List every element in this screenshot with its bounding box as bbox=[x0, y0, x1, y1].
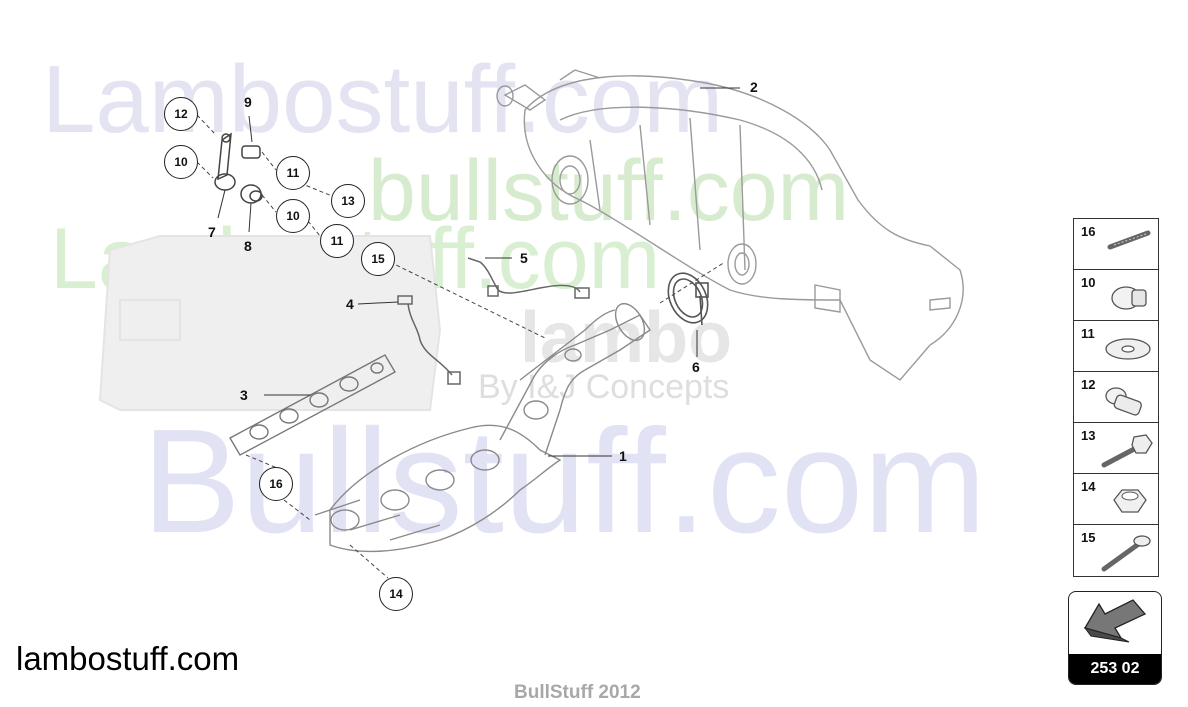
spacer-icon bbox=[1105, 387, 1142, 416]
legend-item-14: 14 bbox=[1074, 474, 1158, 525]
callout-circle-13: 13 bbox=[331, 184, 365, 218]
lambda-sensor-part-5 bbox=[467, 257, 590, 299]
legend-item-10: 10 bbox=[1074, 270, 1158, 321]
callout-circle-16: 16 bbox=[259, 467, 293, 501]
hardware-legend: 16 10 11 12 13 14 bbox=[1073, 218, 1159, 577]
stud-bolt-icon bbox=[1107, 230, 1151, 250]
part-label-9: 9 bbox=[244, 94, 252, 110]
callout-circle-11: 11 bbox=[276, 156, 310, 190]
part-label-6: 6 bbox=[692, 359, 700, 375]
clamp-part-6 bbox=[667, 272, 709, 326]
legend-item-13: 13 bbox=[1074, 423, 1158, 474]
lambda-sensor-part-4 bbox=[397, 295, 461, 385]
page-navigation-box[interactable]: 253 02 bbox=[1068, 591, 1162, 685]
callout-circle-14: 14 bbox=[379, 577, 413, 611]
legend-item-12: 12 bbox=[1074, 372, 1158, 423]
hex-nut-icon bbox=[1113, 489, 1147, 513]
part-label-4: 4 bbox=[346, 296, 354, 312]
dashed-leader-lines bbox=[196, 114, 726, 579]
legend-item-16: 16 bbox=[1074, 219, 1158, 270]
previous-page-arrow-icon[interactable] bbox=[1069, 592, 1162, 656]
leader-lines bbox=[217, 87, 740, 457]
callout-circle-15: 15 bbox=[361, 242, 395, 276]
legend-number: 10 bbox=[1081, 275, 1096, 290]
part-label-3: 3 bbox=[240, 387, 248, 403]
gasket-part bbox=[229, 354, 396, 456]
legend-number: 16 bbox=[1081, 224, 1096, 239]
legend-number: 12 bbox=[1081, 377, 1096, 392]
callout-circle-10: 10 bbox=[276, 199, 310, 233]
page-number: 253 02 bbox=[1069, 654, 1161, 684]
part-label-8: 8 bbox=[244, 238, 252, 254]
muffler-part bbox=[496, 69, 964, 381]
legend-number: 15 bbox=[1081, 530, 1096, 545]
manifold-catalyst-part bbox=[314, 302, 651, 553]
part-label-5: 5 bbox=[520, 250, 528, 266]
legend-number: 13 bbox=[1081, 428, 1096, 443]
hex-bolt-icon bbox=[1101, 434, 1153, 468]
callout-circle-11: 11 bbox=[320, 224, 354, 258]
legend-item-11: 11 bbox=[1074, 321, 1158, 372]
part-label-2: 2 bbox=[750, 79, 758, 95]
legend-number: 14 bbox=[1081, 479, 1096, 494]
legend-number: 11 bbox=[1081, 326, 1095, 341]
flange-bolt-icon bbox=[1101, 535, 1151, 572]
callout-circle-10: 10 bbox=[164, 145, 198, 179]
site-url: lambostuff.com bbox=[16, 640, 240, 677]
callout-circle-12: 12 bbox=[164, 97, 198, 131]
hardware-parts-7-8-9 bbox=[214, 132, 263, 204]
washer-icon bbox=[1105, 338, 1151, 360]
part-label-7: 7 bbox=[208, 224, 216, 240]
copyright-notice: BullStuff 2012 bbox=[514, 682, 641, 703]
part-label-1: 1 bbox=[619, 448, 627, 464]
sleeve-nut-icon bbox=[1111, 286, 1147, 310]
car-rear-watermark bbox=[98, 235, 442, 411]
legend-item-15: 15 bbox=[1074, 525, 1158, 576]
